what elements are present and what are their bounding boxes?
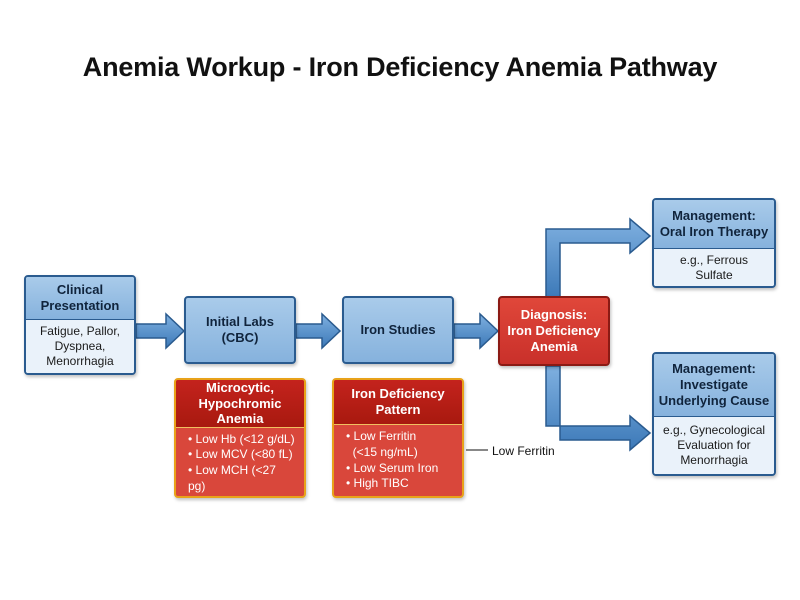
node-underlying-cause-body: e.g., Gynecological Evaluation for Menor… — [654, 417, 774, 474]
node-oral-iron-header: Management: Oral Iron Therapy — [654, 200, 774, 249]
node-text: Investigate — [680, 376, 748, 392]
node-clinical-body: Fatigue, Pallor, Dyspnea, Menorrhagia — [26, 320, 134, 373]
node-text: Clinical — [56, 281, 104, 297]
node-text: Hypochromic — [198, 395, 282, 411]
list-item: • Low MCV (<80 fL) — [188, 447, 293, 462]
node-text: (CBC) — [221, 330, 259, 345]
node-clinical-header: Clinical Presentation — [26, 277, 134, 320]
node-text: Management: — [672, 360, 756, 376]
node-text: Underlying Cause — [658, 393, 770, 409]
node-pattern-body: • Low Ferritin (<15 ng/mL) • Low Serum I… — [334, 425, 462, 496]
node-microcytic-header: Microcytic, Hypochromic Anemia — [176, 380, 304, 428]
node-text: Dyspnea, — [54, 339, 106, 353]
node-text: Iron Studies — [360, 321, 436, 337]
node-clinical-presentation: Clinical Presentation Fatigue, Pallor, D… — [24, 275, 136, 375]
node-text: e.g., Ferrous Sulfate — [679, 252, 749, 282]
node-text: Presentation — [40, 298, 120, 313]
node-initial-labs: Initial Labs (CBC) — [184, 296, 296, 364]
node-diagnosis: Diagnosis: Iron Deficiency Anemia — [498, 296, 610, 366]
list-item: • Low Serum Iron — [346, 460, 439, 475]
node-underlying-cause-header: Management: Investigate Underlying Cause — [654, 354, 774, 417]
node-pattern-header: Iron Deficiency Pattern — [334, 380, 462, 425]
annotation-low-ferritin: Low Ferritin — [492, 444, 555, 458]
node-microcytic-anemia: Microcytic, Hypochromic Anemia • Low Hb … — [174, 378, 306, 498]
node-text: Microcytic, — [206, 380, 274, 395]
node-text: Anemia — [216, 411, 264, 427]
node-microcytic-body: • Low Hb (<12 g/dL) • Low MCV (<80 fL) •… — [176, 428, 304, 496]
list-item: • Low Hb (<12 g/dL) — [188, 431, 295, 446]
list-item: (<15 ng/mL) — [346, 444, 418, 459]
node-text: Anemia — [530, 339, 578, 355]
arrow-diagnosis-to-oral-iron — [545, 217, 652, 299]
node-text: Menorrhagia — [680, 453, 748, 467]
node-text: Menorrhagia — [46, 354, 114, 368]
arrow-diagnosis-to-underlying-cause — [545, 365, 652, 452]
list-item: • Low MCH (<27 pg) — [188, 462, 276, 493]
list-item: • Low Ferritin — [346, 429, 417, 444]
node-text: Diagnosis: — [520, 306, 588, 322]
arrow-iron-studies-to-diagnosis — [453, 312, 500, 350]
node-oral-iron-body: e.g., Ferrous Sulfate — [654, 249, 774, 286]
list-item: • High TIBC — [346, 476, 409, 491]
node-text: Fatigue, Pallor, — [39, 324, 121, 338]
node-text: Pattern — [375, 402, 421, 417]
diagram-title: Anemia Workup - Iron Deficiency Anemia P… — [82, 52, 718, 82]
node-iron-studies: Iron Studies — [342, 296, 454, 364]
node-iron-deficiency-pattern: Iron Deficiency Pattern • Low Ferritin (… — [332, 378, 464, 498]
node-text: Management: — [672, 207, 756, 223]
node-management-underlying-cause: Management: Investigate Underlying Cause… — [652, 352, 776, 476]
arrow-clinical-to-labs — [135, 312, 186, 350]
node-text: Iron Deficiency — [351, 386, 445, 402]
node-management-oral-iron: Management: Oral Iron Therapy e.g., Ferr… — [652, 198, 776, 288]
node-text: Oral Iron Therapy — [659, 224, 769, 239]
arrow-labs-to-iron-studies — [295, 312, 342, 350]
node-text: Iron Deficiency — [507, 322, 601, 338]
node-text: Initial Labs — [206, 313, 274, 329]
node-text: Evaluation for — [677, 438, 751, 452]
node-text: e.g., Gynecological — [662, 423, 766, 437]
